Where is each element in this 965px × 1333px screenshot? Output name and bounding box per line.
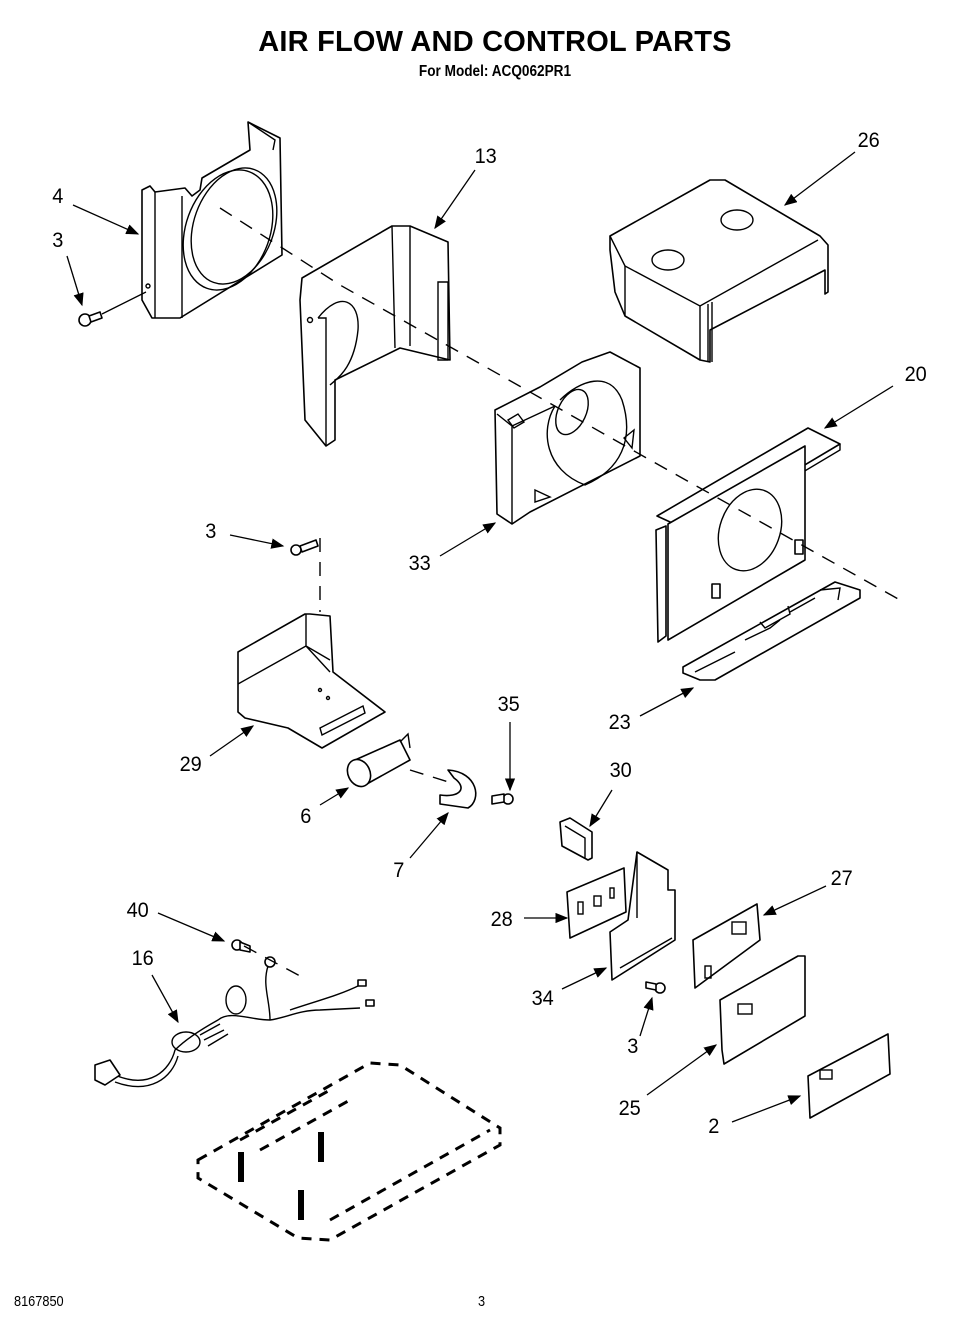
callout-3: 3	[627, 1035, 639, 1058]
part-33-blower-scroll	[494, 351, 641, 525]
callout-30: 30	[609, 759, 632, 782]
callout-3: 3	[52, 229, 64, 252]
part-13-orifice-panel	[299, 225, 451, 447]
part-27-control-board	[692, 903, 761, 989]
callout-6: 6	[300, 805, 312, 828]
part-35-screw	[491, 793, 514, 805]
callout-33: 33	[408, 552, 431, 575]
part-28-relay-board	[566, 867, 627, 939]
leader-arrows	[66, 151, 894, 1123]
callout-34: 34	[531, 987, 554, 1010]
part-30-transformer	[559, 817, 593, 861]
base-outline-dashed	[196, 1061, 502, 1242]
callout-26: 26	[857, 129, 880, 152]
callout-7: 7	[393, 859, 405, 882]
callout-4: 4	[52, 185, 64, 208]
part-3-screw-b	[290, 539, 319, 556]
page-title: AIR FLOW AND CONTROL PARTS	[258, 26, 732, 58]
callout-29: 29	[179, 753, 202, 776]
callout-23: 23	[608, 711, 631, 734]
callout-13: 13	[474, 145, 497, 168]
part-3-screw-c	[645, 981, 666, 994]
callout-3: 3	[205, 520, 217, 543]
callout-35: 35	[497, 693, 520, 716]
part-4-shroud-bracket	[141, 121, 283, 319]
callout-16: 16	[131, 947, 154, 970]
part-7-strap	[439, 769, 477, 809]
callout-40: 40	[126, 899, 149, 922]
part-6-capacitor	[346, 732, 411, 788]
page-number: 3	[478, 1293, 486, 1310]
part-16-power-cord	[94, 956, 375, 1088]
model-subtitle: For Model: ACQ062PR1	[418, 63, 572, 80]
document-number: 8167850	[14, 1293, 64, 1310]
callout-27: 27	[830, 867, 853, 890]
callout-20: 20	[904, 363, 927, 386]
callout-2: 2	[708, 1115, 720, 1138]
part-40-ground-screw	[231, 939, 251, 953]
part-3-screw-a	[78, 291, 147, 327]
callout-25: 25	[618, 1097, 641, 1120]
assembly-lines	[219, 207, 901, 977]
part-23-drain-base	[682, 581, 861, 681]
callout-28: 28	[490, 908, 513, 931]
part-26-top-cover	[609, 179, 829, 363]
part-29-control-box	[237, 613, 386, 749]
part-34-bracket	[609, 851, 676, 981]
part-2-overlay	[807, 1033, 891, 1119]
part-20-deflector-panel	[655, 427, 841, 643]
part-25-bezel	[719, 955, 806, 1065]
